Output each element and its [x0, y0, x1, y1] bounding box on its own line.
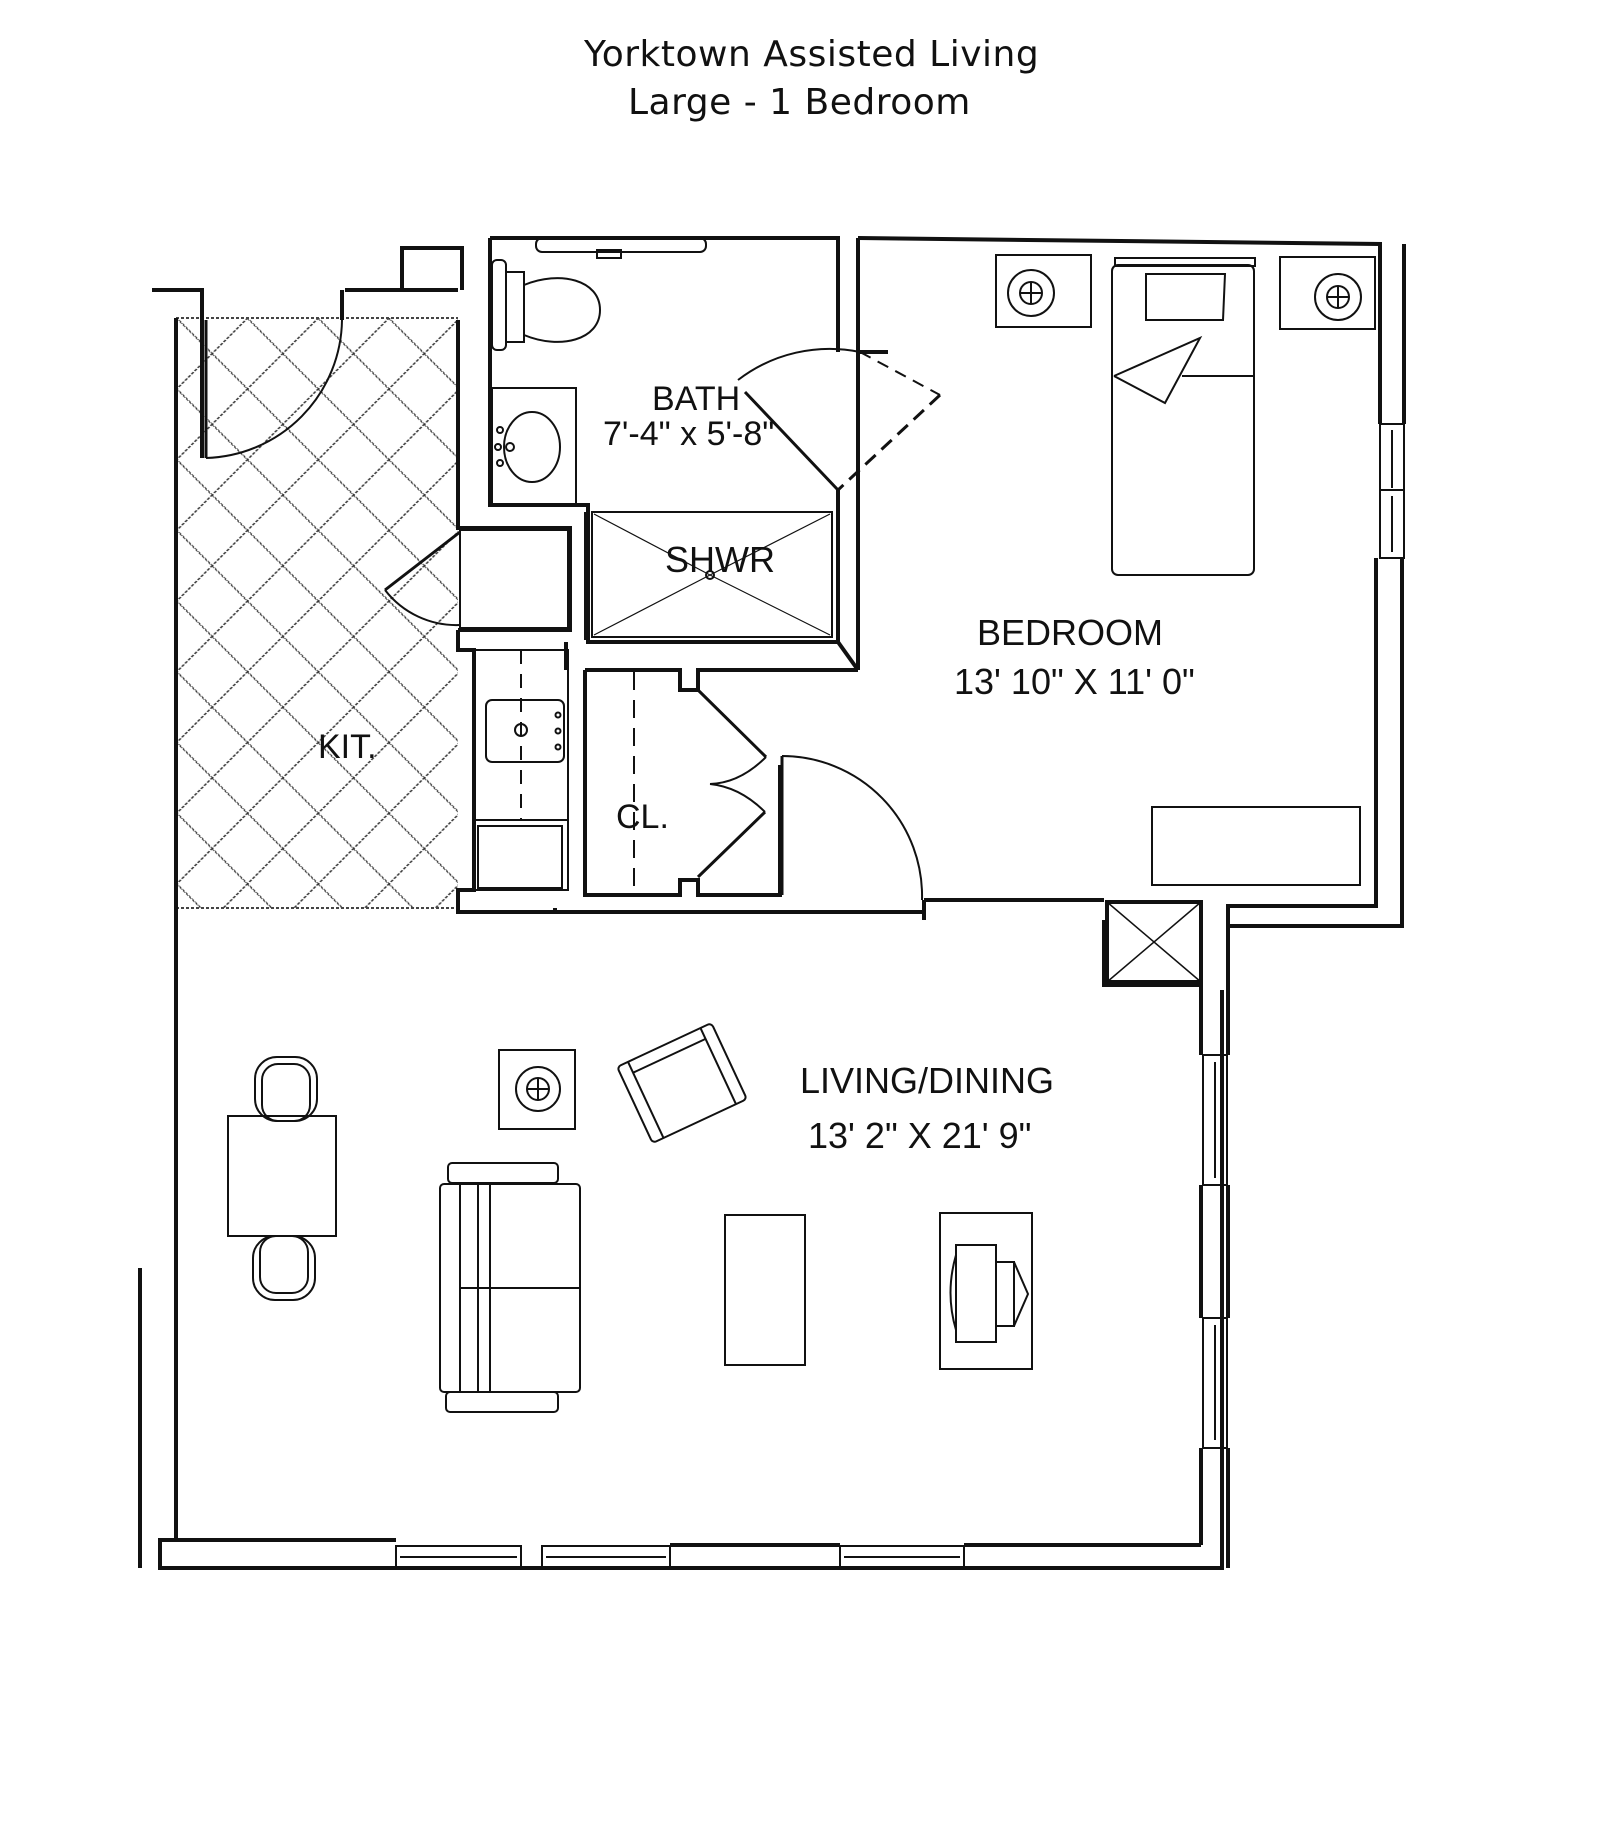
kitchen-tile-floor: [176, 317, 458, 909]
room-labels: BATH 7'-4" x 5'-8" SHWR KIT. CL. BEDROOM…: [318, 380, 1195, 1156]
closet-label: CL.: [616, 798, 669, 836]
bath-fixtures: [491, 237, 707, 506]
bedroom-windows: [1379, 423, 1405, 559]
shower: [591, 511, 833, 638]
bedroom-dimensions: 13' 10" X 11' 0": [954, 661, 1195, 702]
kitchen-counter: [473, 649, 569, 891]
living-windows-right: [1202, 1054, 1228, 1449]
living-label: LIVING/DINING: [800, 1060, 1054, 1101]
bedroom-furniture: [995, 254, 1376, 886]
entry-door: [204, 290, 344, 459]
plan-subtitle: Large - 1 Bedroom: [628, 82, 971, 123]
plan-title: Yorktown Assisted Living: [584, 34, 1040, 75]
living-furniture: [227, 1023, 1033, 1413]
bath-door: [737, 347, 942, 492]
bedroom-door: [780, 755, 924, 901]
bath-dimensions: 7'-4" x 5'-8": [603, 415, 774, 453]
closet: [633, 672, 768, 893]
pantry-door: [384, 529, 569, 629]
shower-label: SHWR: [665, 539, 775, 580]
living-windows-bottom: [176, 1538, 1201, 1569]
bath-label: BATH: [652, 380, 740, 418]
bedroom-label: BEDROOM: [977, 612, 1163, 653]
kitchen-label: KIT.: [318, 728, 377, 766]
exterior-walls: [138, 236, 1406, 1570]
living-dimensions: 13' 2" X 21' 9": [808, 1115, 1031, 1156]
